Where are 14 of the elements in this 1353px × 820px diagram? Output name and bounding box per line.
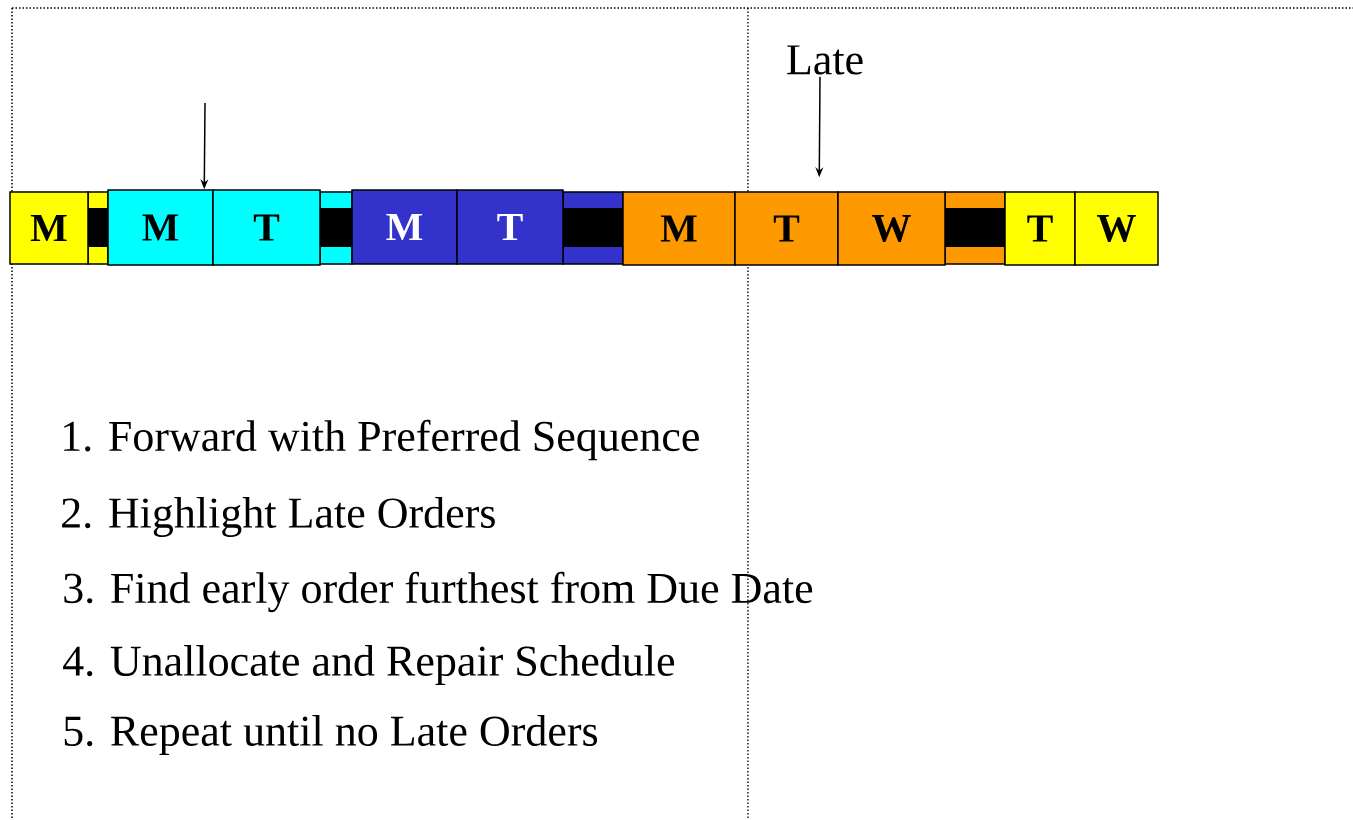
day-box: W [1074,191,1159,266]
step-text: 3. Find early order furthest from Due Date [64,571,813,613]
step-text: 2. Highlight Late Orders [62,497,495,537]
step-text: 4. Unallocate and Repair Schedule [63,645,675,685]
day-box: T [456,189,564,265]
step-text: 1. Forward with Preferred Sequence [64,419,699,461]
step-text: 5. Repeat until no Late Orders [64,715,598,755]
late-label: Late [787,45,863,75]
day-box: W [837,191,946,266]
day-box: M [107,189,214,266]
day-box: M [351,189,458,265]
day-box: T [1004,191,1076,266]
day-box: T [734,191,839,266]
day-box: M [622,191,736,266]
